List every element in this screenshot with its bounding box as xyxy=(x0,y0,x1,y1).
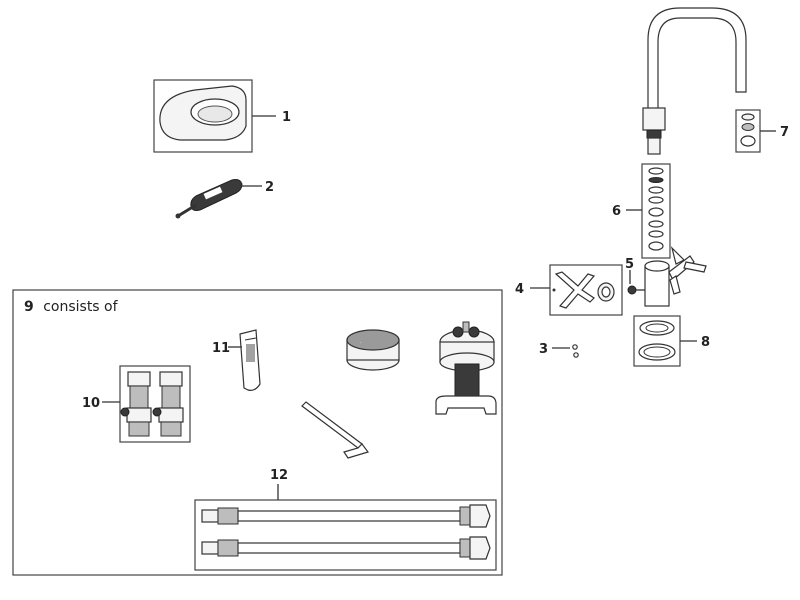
part-8-washers xyxy=(633,315,697,367)
part-7-aerator xyxy=(735,109,776,153)
part-grease-cap: . xyxy=(346,329,400,371)
tap-spout xyxy=(642,7,747,155)
svg-text:.: . xyxy=(360,339,362,345)
callout-12: 12 xyxy=(270,468,288,483)
callout-7: 7 xyxy=(780,125,789,140)
kit-9-frame xyxy=(12,289,503,576)
part-allen-key xyxy=(301,401,369,459)
callout-10: 10 xyxy=(82,396,100,411)
kit-9-number: 9 xyxy=(24,299,34,315)
part-11-sachet xyxy=(228,329,261,391)
part-1-base-plate xyxy=(153,79,276,153)
callout-4: 4 xyxy=(515,282,524,297)
kit-9-label: consists of xyxy=(43,299,118,315)
callout-1: 1 xyxy=(282,110,291,125)
kit-9-title: 9 consists of xyxy=(24,299,119,315)
part-2-tool xyxy=(175,179,262,219)
part-4-cross-handle xyxy=(530,264,623,316)
callout-11: 11 xyxy=(212,341,230,356)
callout-6: 6 xyxy=(612,204,621,219)
callout-2: 2 xyxy=(265,180,274,195)
callout-3: 3 xyxy=(539,342,548,357)
callout-8: 8 xyxy=(701,335,710,350)
part-mounting-fixing xyxy=(435,321,497,415)
part-10-isolation-valves xyxy=(102,365,191,443)
part-3-small-screws xyxy=(552,344,579,358)
callout-5: 5 xyxy=(625,257,634,272)
part-6-seal-set xyxy=(626,163,671,259)
tap-body xyxy=(627,246,707,307)
part-12-flexible-hoses xyxy=(194,484,497,571)
